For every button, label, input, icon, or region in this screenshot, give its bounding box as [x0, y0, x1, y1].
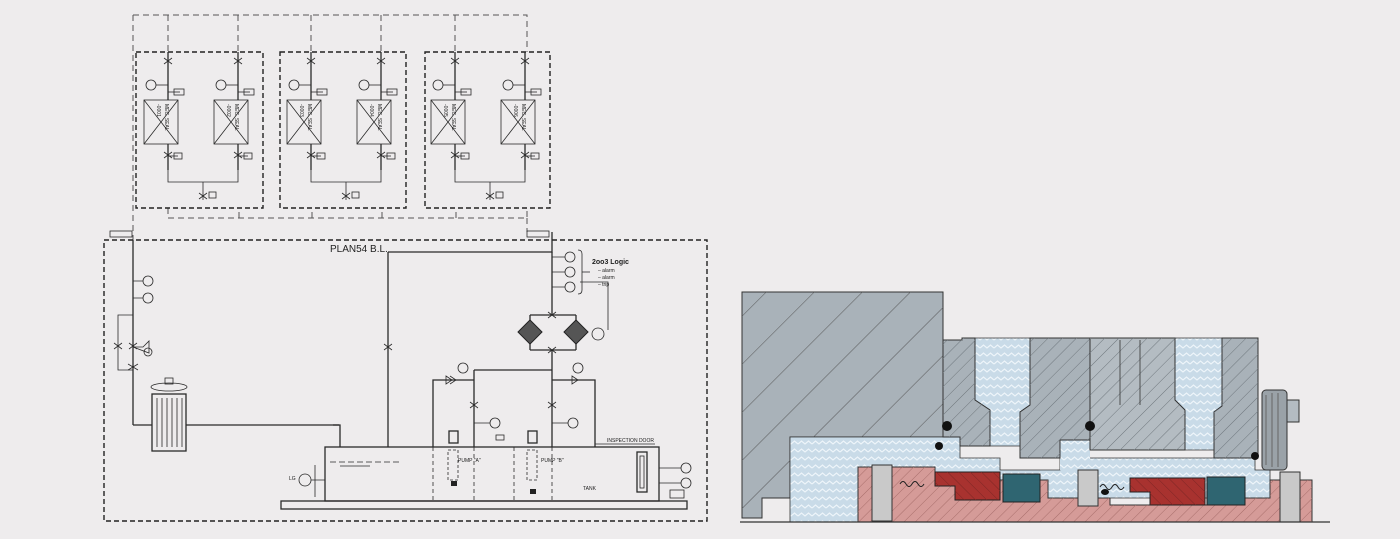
seal-label: MEC. SEAL — [306, 104, 312, 131]
signal-network — [132, 14, 528, 240]
tank-label: TANK — [583, 486, 597, 492]
level-tag: LG — [289, 476, 296, 482]
seal-assembly: MEC. SEAL-0001 — [143, 52, 185, 170]
group-manifolds — [167, 170, 526, 200]
plan-title: PLAN54 B.L. — [330, 244, 388, 255]
logic-title: 2oo3 Logic — [592, 259, 629, 266]
springs — [899, 481, 1125, 490]
seal-group-1 — [135, 51, 264, 209]
plan-boundary — [103, 239, 708, 522]
seal-group-2 — [279, 51, 407, 209]
seal-assembly: MEC. SEAL-0003 — [286, 52, 328, 170]
logic-line-2: – alarm — [598, 275, 615, 281]
tie-in-tag-right — [526, 230, 550, 238]
rotating-rings — [934, 471, 1206, 506]
reservoir-tank: TANK INSPECTION DOOR LG — [280, 438, 692, 510]
logic-line-3: – trip — [598, 282, 609, 288]
seal-tag: -0006 — [512, 104, 518, 117]
seal-assembly: MEC. SEAL-0002 — [213, 52, 255, 170]
seal-label: MEC. SEAL — [163, 104, 169, 131]
shaft-sleeve — [857, 464, 1313, 523]
seal-label: MEC. SEAL — [450, 104, 456, 131]
seal-label: MEC. SEAL — [233, 104, 239, 131]
seal-tag: -0005 — [442, 104, 448, 117]
drive-collar — [1261, 389, 1300, 471]
seal-assembly: MEC. SEAL-0006 — [500, 52, 542, 170]
pump-a-label: PUMP "A" — [458, 458, 481, 464]
seal-tag: -0004 — [368, 104, 374, 117]
air-cooler — [133, 377, 341, 452]
inspection-door-label: INSPECTION DOOR — [607, 438, 654, 444]
logic-line-1: – alarm — [598, 268, 615, 274]
logic-note: 2oo3 Logic – alarm – alarm – trip — [592, 259, 629, 288]
return-line — [113, 240, 154, 425]
pump-b: PUMP "B" — [513, 430, 564, 500]
pump-a: PUMP "A" — [432, 430, 481, 500]
pump-casing — [741, 291, 944, 519]
supply-header — [383, 232, 609, 447]
seal-tag: -0002 — [225, 104, 231, 117]
gland-plate — [942, 337, 1259, 459]
o-rings — [935, 421, 1259, 522]
seal-label: MEC. SEAL — [520, 104, 526, 131]
seal-label: MEC. SEAL — [376, 104, 382, 131]
pump-b-label: PUMP "B" — [541, 458, 564, 464]
seal-assembly: MEC. SEAL-0005 — [430, 52, 472, 170]
duplex-filter — [517, 311, 605, 370]
seal-tag: -0001 — [155, 104, 161, 117]
tie-in-tag-left — [109, 230, 133, 238]
discharge-piping — [432, 362, 596, 447]
seal-tag: -0003 — [298, 104, 304, 117]
seal-assembly: MEC. SEAL-0004 — [356, 52, 398, 170]
barrier-fluid — [789, 337, 1271, 523]
seal-faces — [1002, 473, 1246, 506]
seal-group-3 — [424, 51, 551, 209]
